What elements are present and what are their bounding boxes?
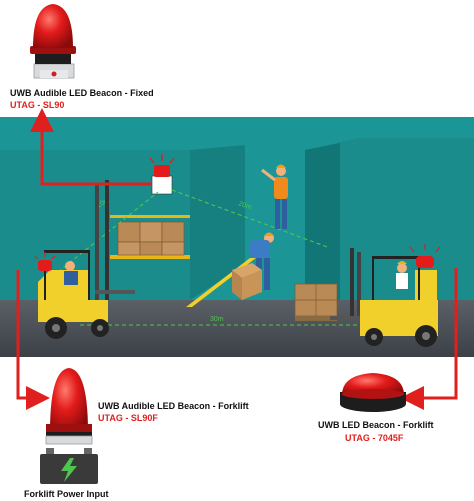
forklift-audible-tag: UTAG - SL90F: [98, 413, 158, 423]
floor: [0, 300, 474, 357]
forklift-audible-title: UWB Audible LED Beacon - Forklift: [98, 401, 249, 411]
siren-icon: [30, 4, 76, 79]
battery-icon: [40, 448, 98, 484]
worker-icon: [261, 164, 288, 229]
distance-label-30m: 30m: [210, 316, 224, 323]
forklift-beacon: [409, 244, 441, 268]
box-icon: [117, 221, 185, 256]
led-beacon-title: UWB LED Beacon - Forklift: [318, 420, 434, 430]
fixed-beacon-tag: UTAG - SL90: [10, 100, 64, 110]
siren-icon: [340, 373, 406, 412]
fixed-beacon-wall-mount: [149, 154, 175, 195]
connector-arrows: [16, 108, 458, 410]
right-wall-face: [305, 143, 340, 300]
box-icon: [294, 283, 338, 321]
forklift-icon: [38, 180, 135, 339]
forklift-power-label: Forklift Power Input: [24, 489, 109, 499]
fixed-beacon-title: UWB Audible LED Beacon - Fixed: [10, 88, 154, 98]
center-wall-panel: [190, 145, 245, 300]
box-icon: [232, 263, 262, 300]
siren-icon: [45, 368, 93, 445]
forklift-icon: [330, 248, 438, 347]
forklift-beacon: [34, 252, 56, 271]
pallet-rack: [110, 215, 190, 259]
led-beacon-tag: UTAG - 7045F: [345, 433, 404, 443]
distance-label-20m: 20m: [237, 200, 252, 211]
